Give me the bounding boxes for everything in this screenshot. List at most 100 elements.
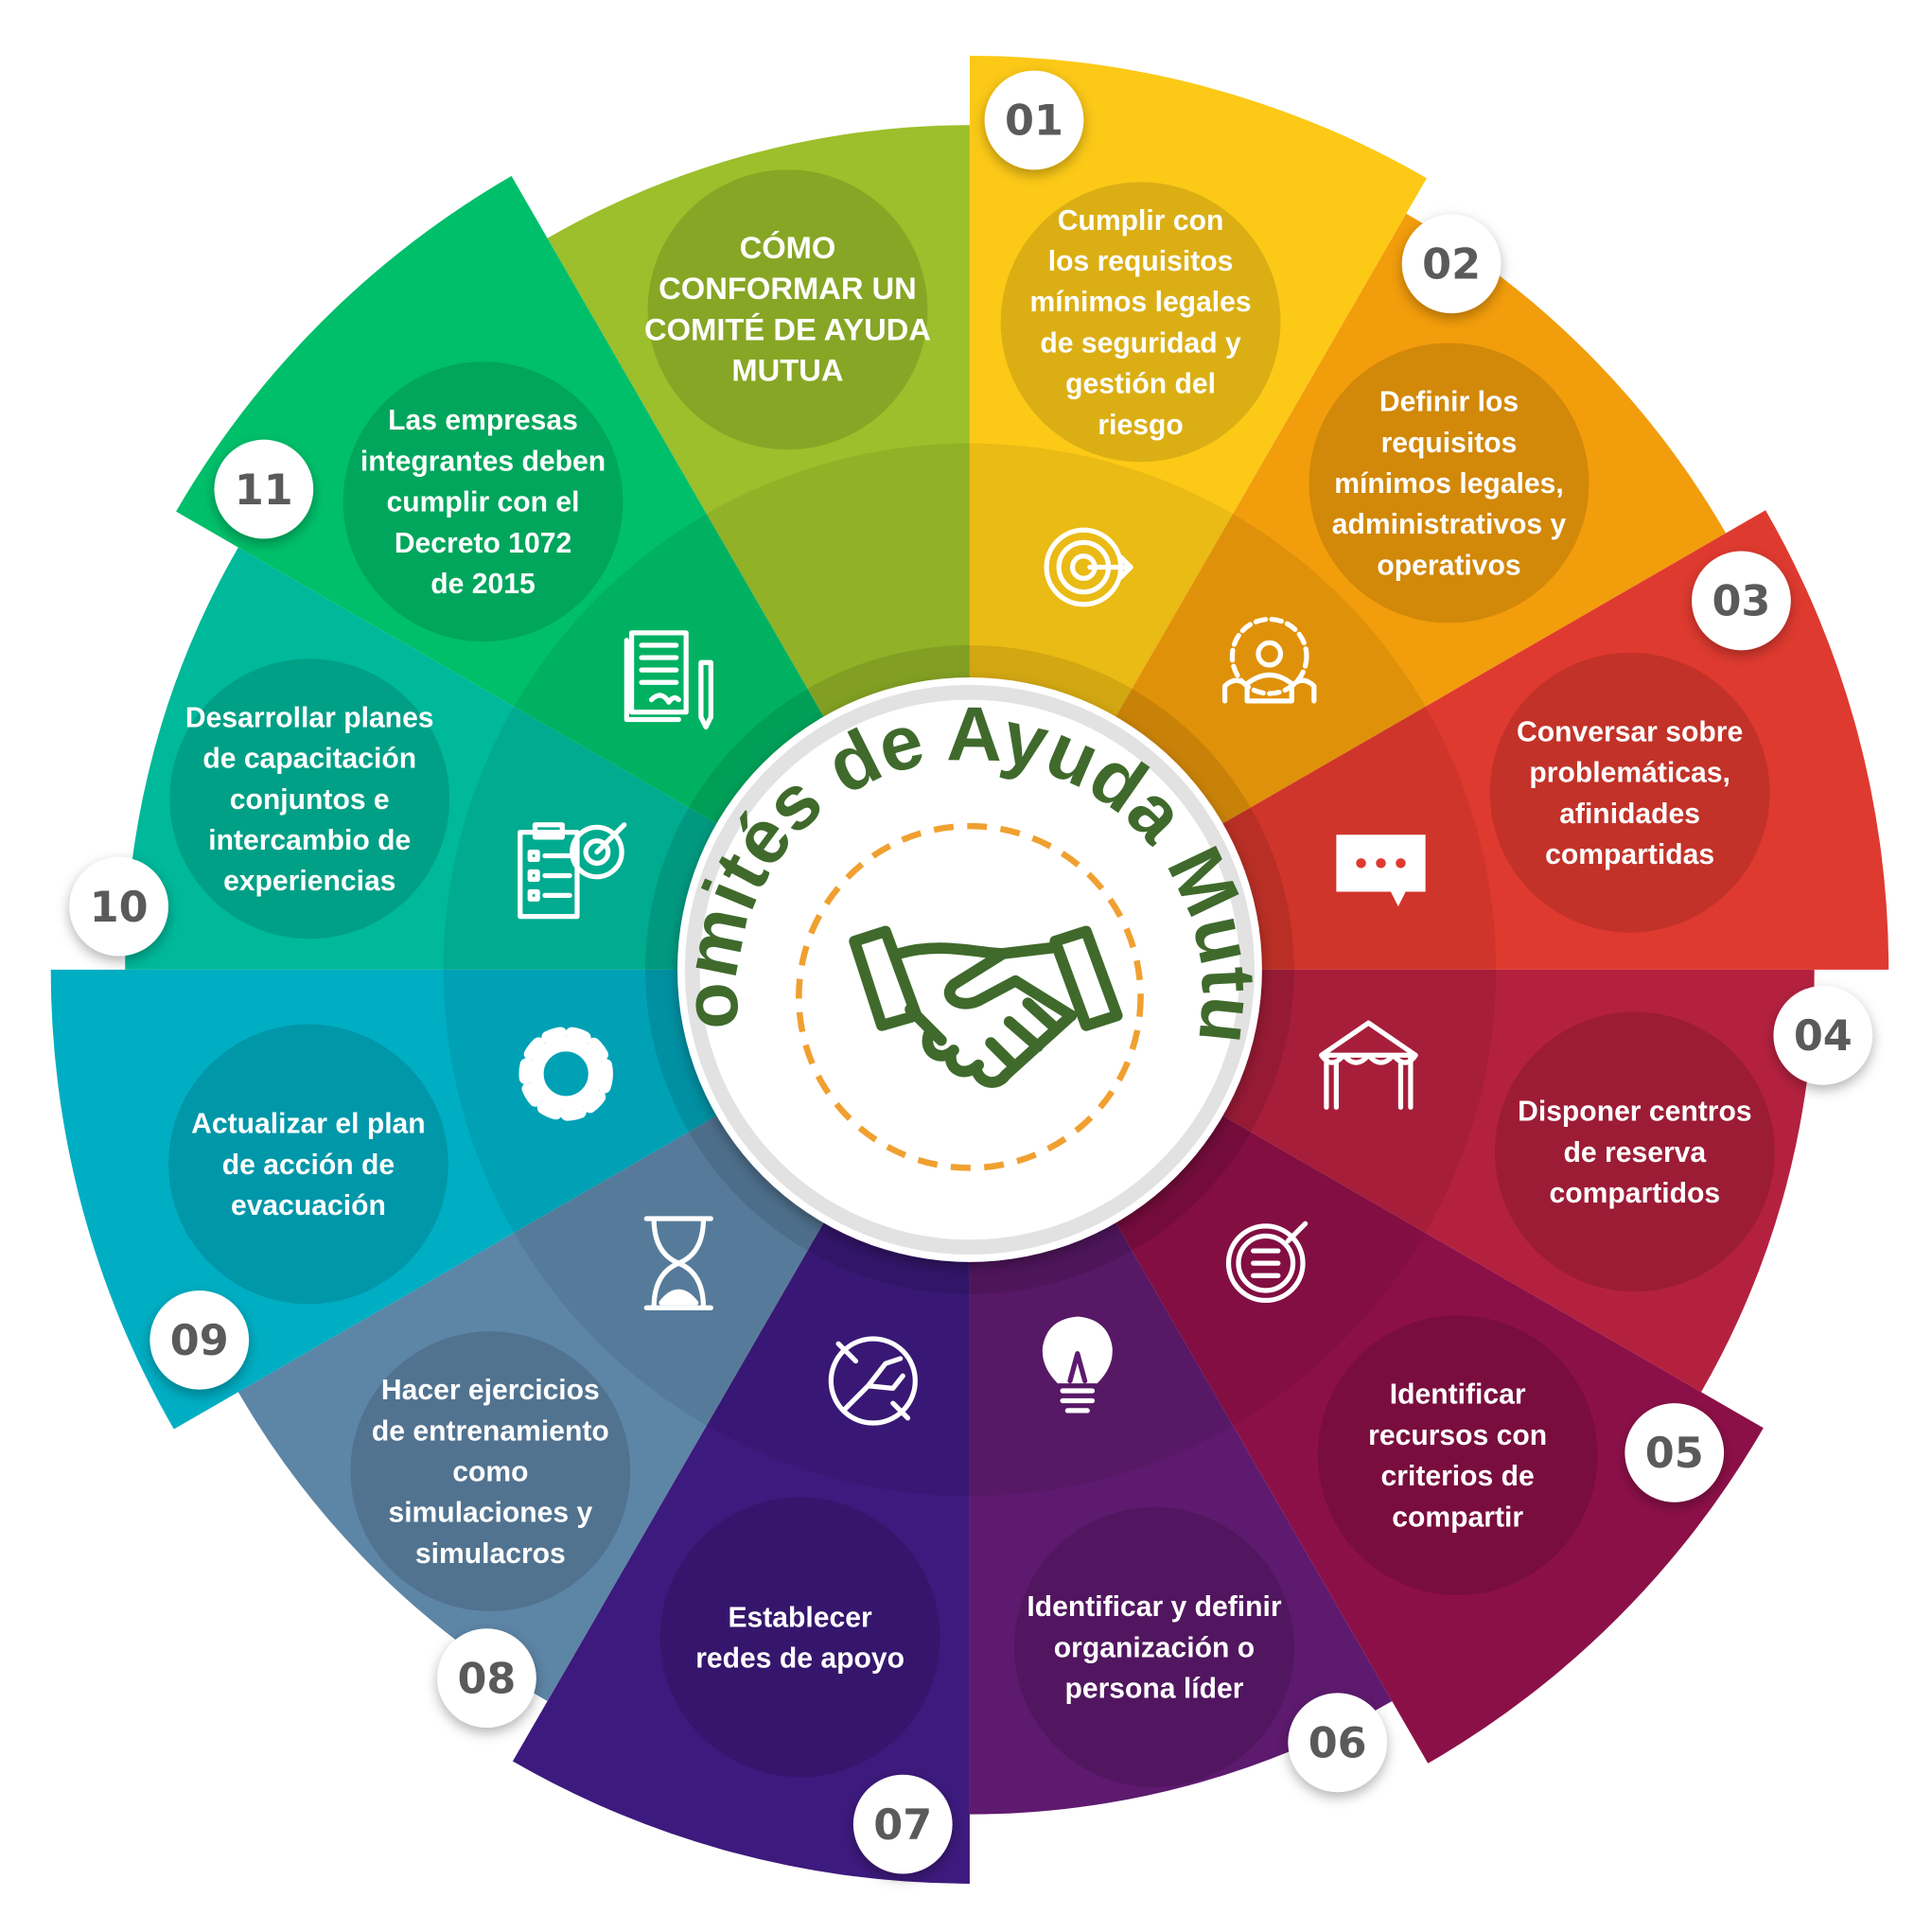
text-line: requisitos <box>1381 428 1518 459</box>
text-circle <box>647 169 928 450</box>
text-line: Disponer centros <box>1518 1097 1752 1128</box>
step-description: Establecer redes de apoyo <box>695 1602 905 1674</box>
text-line: Identificar <box>1390 1379 1526 1411</box>
text-line: Identificar y definir <box>1027 1591 1282 1623</box>
step-number-badge: 09 <box>149 1290 250 1390</box>
text-line: compartidos <box>1550 1178 1721 1209</box>
step-number-badge: 01 <box>984 70 1084 170</box>
text-line: experiencias <box>223 866 395 897</box>
step-number-badge: 08 <box>437 1628 536 1729</box>
text-line: simulaciones y <box>388 1498 592 1529</box>
text-line: Hacer ejercicios <box>381 1375 600 1406</box>
text-line: de acción de <box>222 1150 395 1181</box>
step-description: Identificar recursos con criterios de compa… <box>1368 1379 1547 1534</box>
step-number: 04 <box>1794 1012 1853 1061</box>
text-line: CÓMO <box>740 230 836 265</box>
step-number: 06 <box>1308 1719 1367 1767</box>
dashed-circle <box>796 822 1144 1171</box>
text-line: simulacros <box>415 1538 566 1570</box>
step-number: 01 <box>1005 97 1063 146</box>
step-number-badge: 05 <box>1625 1403 1725 1502</box>
step-number: 07 <box>873 1801 932 1850</box>
text-line: integrantes deben <box>360 446 606 477</box>
text-line: compartidas <box>1545 839 1714 870</box>
text-line: mínimos legales <box>1029 287 1251 318</box>
lightbulb-icon <box>1042 1316 1113 1414</box>
text-line: MUTUA <box>731 353 843 388</box>
step-number-badge: 10 <box>69 856 169 957</box>
signed-document-icon <box>624 630 713 729</box>
step-number: 03 <box>1712 578 1770 626</box>
step-number-badge: 07 <box>852 1774 953 1874</box>
chat-bubble-icon <box>1336 834 1426 907</box>
text-line: Actualizar el plan <box>191 1109 426 1140</box>
text-circle <box>342 361 624 642</box>
text-line: redes de apoyo <box>695 1643 905 1675</box>
tent-icon <box>1319 1020 1418 1110</box>
text-line: problemáticas, <box>1529 758 1730 789</box>
step-description: Cumplir con los requisitos mínimos legales… <box>1029 205 1251 441</box>
text-circle <box>1014 1507 1294 1787</box>
text-circle <box>1494 1011 1775 1292</box>
text-line: CONFORMAR UN <box>659 271 917 306</box>
text-line: recursos con <box>1368 1420 1547 1451</box>
text-line: Establecer <box>728 1602 872 1633</box>
text-line: evacuación <box>231 1190 386 1221</box>
text-line: compartir <box>1392 1502 1523 1533</box>
step-number-badge: 06 <box>1288 1693 1388 1793</box>
step-number: 10 <box>90 884 149 932</box>
step-number-badge: 04 <box>1773 985 1873 1085</box>
handshake-icon <box>849 925 1123 1088</box>
text-line: riesgo <box>1098 410 1183 441</box>
text-circle <box>659 1497 940 1778</box>
text-circle <box>169 659 450 940</box>
helping-hand-icon <box>828 1336 918 1426</box>
hourglass-icon <box>643 1216 713 1310</box>
text-line: Desarrollar planes <box>185 702 434 733</box>
text-circle <box>1000 182 1281 463</box>
text-circle <box>350 1331 631 1611</box>
step-description: Identificar y definir organización o perso… <box>1027 1591 1282 1704</box>
text-circle <box>168 1024 448 1305</box>
text-line: persona líder <box>1064 1674 1243 1705</box>
step-number-badge: 11 <box>214 439 314 539</box>
text-line: administrativos y <box>1332 509 1567 540</box>
text-line: Decreto 1072 <box>395 528 571 559</box>
text-line: de capacitación <box>202 744 416 775</box>
text-line: de seguridad y <box>1040 327 1241 359</box>
step-number: 05 <box>1645 1430 1704 1478</box>
text-line: Cumplir con <box>1058 205 1224 237</box>
step-number: 11 <box>235 466 293 515</box>
clipboard-target-icon <box>518 822 627 920</box>
text-circle <box>1308 342 1590 624</box>
text-line: Las empresas <box>388 405 578 436</box>
segment-icons <box>518 527 1426 1426</box>
header-title: CÓMO CONFORMAR UN COMITÉ DE AYUDA MUTUA <box>644 230 931 388</box>
text-line: intercambio de <box>208 825 411 856</box>
text-line: criterios de <box>1381 1461 1535 1492</box>
step-number-badge: 03 <box>1692 551 1791 651</box>
text-line: Conversar sobre <box>1517 716 1743 747</box>
text-line: de 2015 <box>430 569 535 600</box>
text-circle <box>1317 1315 1598 1595</box>
target-list-icon <box>1225 1221 1308 1304</box>
text-line: como <box>452 1457 528 1488</box>
gear-icon <box>518 1027 613 1121</box>
text-line: COMITÉ DE AYUDA <box>644 311 931 346</box>
step-description: Las empresas integrantes deben cumplir con… <box>360 405 606 600</box>
step-description: Actualizar el plan de acción de evacuación <box>191 1109 426 1221</box>
team-gear-icon <box>1221 616 1317 704</box>
text-line: cumplir con el <box>386 487 579 518</box>
step-number: 08 <box>457 1655 516 1703</box>
text-line: organización o <box>1054 1632 1255 1663</box>
text-circle <box>1489 652 1770 933</box>
text-line: los requisitos <box>1048 246 1234 277</box>
text-line: operativos <box>1377 550 1520 581</box>
segment-texts: CÓMO CONFORMAR UN COMITÉ DE AYUDA MUTUA Cump… <box>168 169 1775 1787</box>
